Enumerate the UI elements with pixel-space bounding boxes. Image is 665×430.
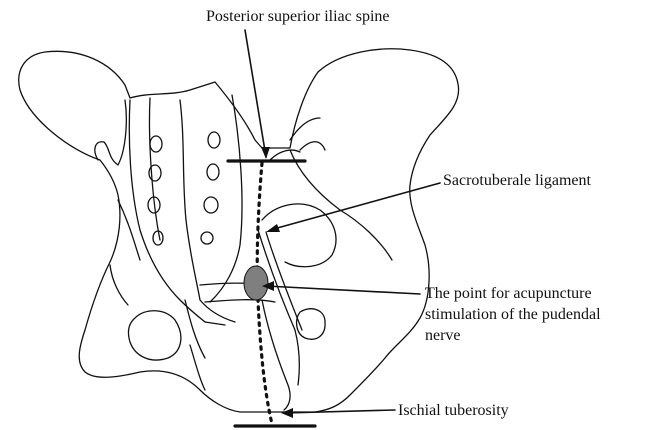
sacral-foramina-right	[201, 132, 220, 244]
sacrotuberous-ligament-band-2	[266, 232, 302, 330]
psis-mark	[270, 150, 300, 160]
leader-acupuncture-point	[266, 286, 420, 294]
label-ischial-tuberosity: Ischial tuberosity	[398, 400, 509, 421]
right-obturator-foramen	[297, 309, 325, 339]
label-posterior-superior-iliac-spine: Posterior superior iliac spine	[206, 6, 390, 27]
label-acupuncture-point: The point for acupuncture stimulation of…	[425, 283, 601, 346]
coccyx	[200, 300, 235, 325]
arrowhead-ischial	[281, 408, 293, 418]
sacrum-crest	[180, 100, 200, 300]
right-greater-sciatic-notch	[262, 204, 336, 267]
sacrum-lateral-line	[149, 98, 160, 240]
left-iliac-inner-rim	[95, 100, 126, 165]
left-sciatic-curve	[110, 265, 128, 305]
ischial-spine-area	[205, 300, 275, 302]
leader-lines	[245, 30, 440, 418]
left-sacroiliac-line	[118, 200, 140, 260]
leader-psis	[245, 30, 266, 157]
acupuncture-point-marker	[244, 266, 268, 300]
left-obturator-foramen	[128, 311, 180, 360]
leader-sacrotuberale	[270, 183, 440, 230]
arrowhead-sacrotuberale	[266, 224, 280, 232]
arrowhead-psis	[261, 147, 270, 159]
pelvis-outline	[19, 49, 459, 412]
label-acupuncture-point-line1: The point for acupuncture	[425, 283, 601, 304]
label-acupuncture-point-line2: stimulation of the pudendal	[425, 304, 601, 325]
label-acupuncture-point-line3: nerve	[425, 325, 601, 346]
label-sacrotuberale-ligament: Sacrotuberale ligament	[443, 170, 591, 191]
